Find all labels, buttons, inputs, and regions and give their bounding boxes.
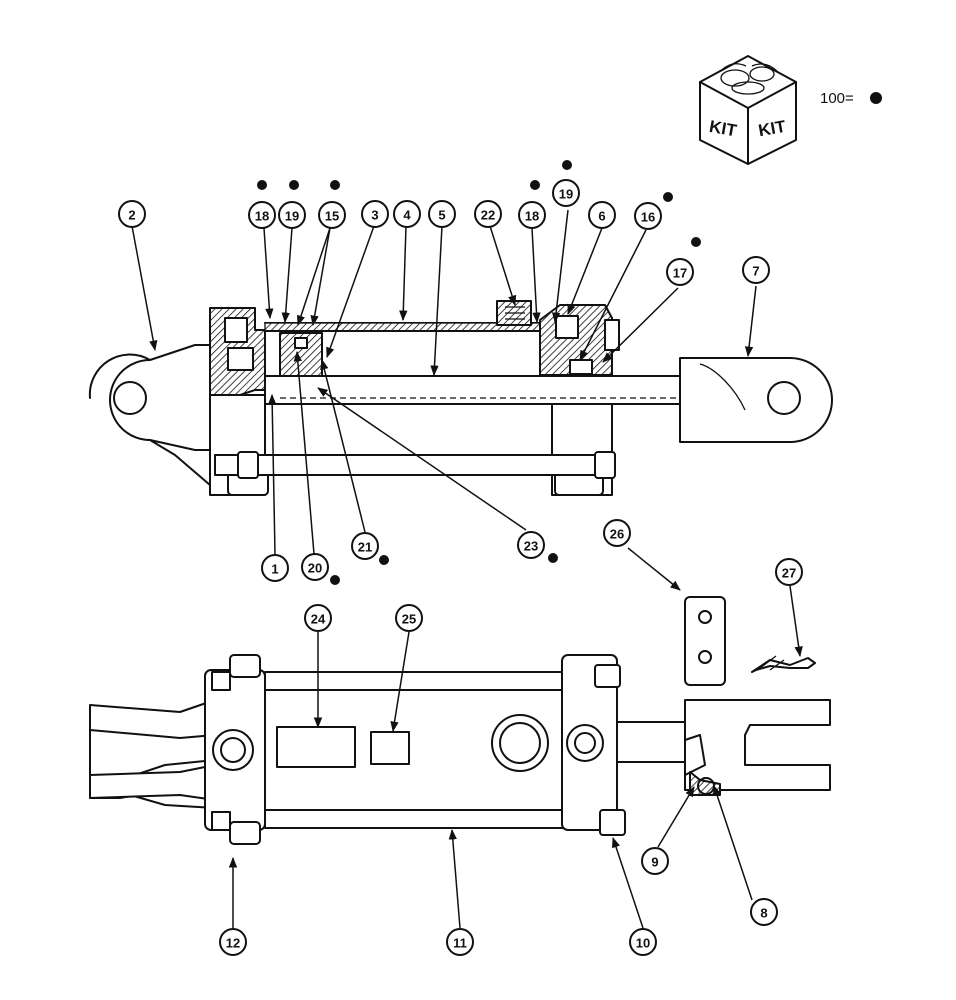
callout-7: 7 bbox=[742, 256, 770, 284]
callout-22: 22 bbox=[474, 200, 502, 228]
callout-number: 18 bbox=[255, 209, 269, 224]
callout-4: 4 bbox=[393, 200, 421, 228]
callout-19a: 19 bbox=[278, 201, 306, 229]
callout-17: 17 bbox=[666, 258, 694, 286]
kit-dot-17-icon bbox=[691, 237, 701, 247]
callout-6: 6 bbox=[588, 201, 616, 229]
kit-dot-18a-icon bbox=[257, 180, 267, 190]
callout-number: 19 bbox=[559, 187, 573, 202]
kit-dot-20-icon bbox=[330, 575, 340, 585]
callout-20: 20 bbox=[301, 553, 329, 581]
callout-10: 10 bbox=[629, 928, 657, 956]
callout-number: 24 bbox=[311, 612, 326, 627]
kit-dot-18b-icon bbox=[530, 180, 540, 190]
callout-number: 16 bbox=[641, 210, 655, 225]
cylinder-section-view bbox=[88, 300, 833, 496]
callout-11: 11 bbox=[446, 928, 474, 956]
callout-labels: 2 18 19 15 3 4 5 22 18 19 6 16 17 7 1 20 21 23 26 27 24 25 9 8 1… bbox=[118, 179, 803, 956]
callout-24: 24 bbox=[304, 604, 332, 632]
callout-15: 15 bbox=[318, 201, 346, 229]
leader-lines bbox=[131, 209, 803, 929]
kit-dot-16-icon bbox=[663, 192, 673, 202]
callout-12: 12 bbox=[219, 928, 247, 956]
kit-dot-legend-icon bbox=[870, 92, 882, 104]
callout-number: 15 bbox=[325, 209, 339, 224]
kit-label-right: KIT bbox=[757, 117, 788, 141]
callout-number: 20 bbox=[308, 561, 322, 576]
callout-25: 25 bbox=[395, 604, 423, 632]
callout-number: 6 bbox=[598, 209, 605, 224]
callout-1: 1 bbox=[261, 554, 289, 582]
callout-number: 26 bbox=[610, 527, 624, 542]
callout-2: 2 bbox=[118, 200, 146, 228]
cylinder-top-view bbox=[89, 654, 831, 845]
callout-number: 9 bbox=[651, 855, 658, 870]
callout-number: 19 bbox=[285, 209, 299, 224]
kit-dot-19b-icon bbox=[562, 160, 572, 170]
callout-number: 7 bbox=[752, 264, 759, 279]
kit-dot-23-icon bbox=[548, 553, 558, 563]
callout-number: 1 bbox=[271, 562, 278, 577]
callout-9: 9 bbox=[641, 847, 669, 875]
callout-8: 8 bbox=[750, 898, 778, 926]
callout-number: 17 bbox=[673, 266, 687, 281]
kit-dot-19a-icon bbox=[289, 180, 299, 190]
callout-19b: 19 bbox=[552, 179, 580, 207]
callout-number: 25 bbox=[402, 612, 416, 627]
kit-marker-dots bbox=[257, 160, 701, 585]
callout-23: 23 bbox=[517, 531, 545, 559]
callout-number: 11 bbox=[453, 936, 467, 951]
kit-box-icon: KIT KIT bbox=[699, 55, 797, 165]
kit-dot-15-icon bbox=[330, 180, 340, 190]
callout-number: 4 bbox=[403, 208, 411, 223]
callout-number: 18 bbox=[525, 209, 539, 224]
callout-number: 12 bbox=[226, 936, 240, 951]
callout-number: 5 bbox=[438, 208, 445, 223]
callout-16: 16 bbox=[634, 202, 662, 230]
callout-18b: 18 bbox=[518, 201, 546, 229]
callout-number: 23 bbox=[524, 539, 538, 554]
callout-number: 8 bbox=[760, 906, 767, 921]
kit-equals-label: 100= bbox=[820, 90, 854, 107]
callout-27: 27 bbox=[775, 558, 803, 586]
callout-number: 27 bbox=[782, 566, 796, 581]
callout-number: 21 bbox=[358, 540, 372, 555]
callout-3: 3 bbox=[361, 200, 389, 228]
hairpin-clip-part bbox=[751, 655, 816, 673]
link-plate-part bbox=[684, 596, 726, 686]
callout-number: 22 bbox=[481, 208, 495, 223]
callout-number: 10 bbox=[636, 936, 650, 951]
kit-dot-21-icon bbox=[379, 555, 389, 565]
kit-label-left: KIT bbox=[708, 117, 739, 141]
callout-26: 26 bbox=[603, 519, 631, 547]
callout-21: 21 bbox=[351, 532, 379, 560]
callout-number: 2 bbox=[128, 208, 135, 223]
callout-number: 3 bbox=[371, 208, 378, 223]
callout-5: 5 bbox=[428, 200, 456, 228]
callout-18a: 18 bbox=[248, 201, 276, 229]
